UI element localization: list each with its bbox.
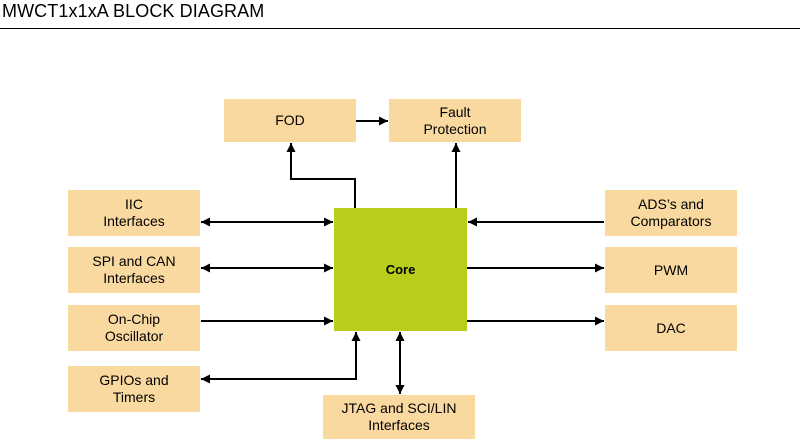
gpio-label-line2: Timers xyxy=(112,389,156,405)
ads-label-line1: ADS’s and xyxy=(638,196,704,212)
iic-label-line2: Interfaces xyxy=(103,213,165,229)
title-rule xyxy=(0,28,800,29)
spi-can-interfaces-block: SPI and CAN Interfaces xyxy=(68,247,200,293)
diagram-title: MWCT1x1xA BLOCK DIAGRAM xyxy=(2,1,265,21)
core-label: Core xyxy=(385,262,416,277)
fault-protection-label-line1: Fault xyxy=(439,103,471,120)
iic-interfaces-block: IIC Interfaces xyxy=(68,190,200,236)
fod-label: FOD xyxy=(275,112,305,128)
arrow-core-to-fod xyxy=(286,143,356,208)
iic-label-line1: IIC xyxy=(125,196,143,212)
fault-protection-block: Fault Protection xyxy=(389,99,521,142)
osc-label-line1: On-Chip xyxy=(107,311,161,327)
pwm-block: PWM xyxy=(605,247,737,293)
osc-label-line2: Oscillator xyxy=(104,328,164,344)
on-chip-oscillator-block: On-Chip Oscillator xyxy=(68,305,200,351)
jtag-label-line1: JTAG and SCI/LIN xyxy=(341,400,457,416)
fault-protection-label-line2: Protection xyxy=(423,120,487,137)
jtag-sci-lin-block: JTAG and SCI/LIN Interfaces xyxy=(323,395,475,439)
spi-label-line2: Interfaces xyxy=(103,270,165,286)
arrow-core-to-gpio xyxy=(201,332,361,384)
gpio-label-line1: GPIOs and xyxy=(99,372,169,388)
dac-block: DAC xyxy=(605,305,737,351)
fod-block: FOD xyxy=(224,99,356,142)
ads-label-line2: Comparators xyxy=(630,213,712,229)
gpios-timers-block: GPIOs and Timers xyxy=(68,366,200,412)
pwm-label: PWM xyxy=(653,261,689,278)
core-block: Core xyxy=(334,208,467,331)
dac-label: DAC xyxy=(656,319,686,336)
spi-label-line1: SPI and CAN xyxy=(92,253,176,269)
ads-comparators-block: ADS’s and Comparators xyxy=(605,190,737,236)
jtag-label-line2: Interfaces xyxy=(368,417,430,433)
